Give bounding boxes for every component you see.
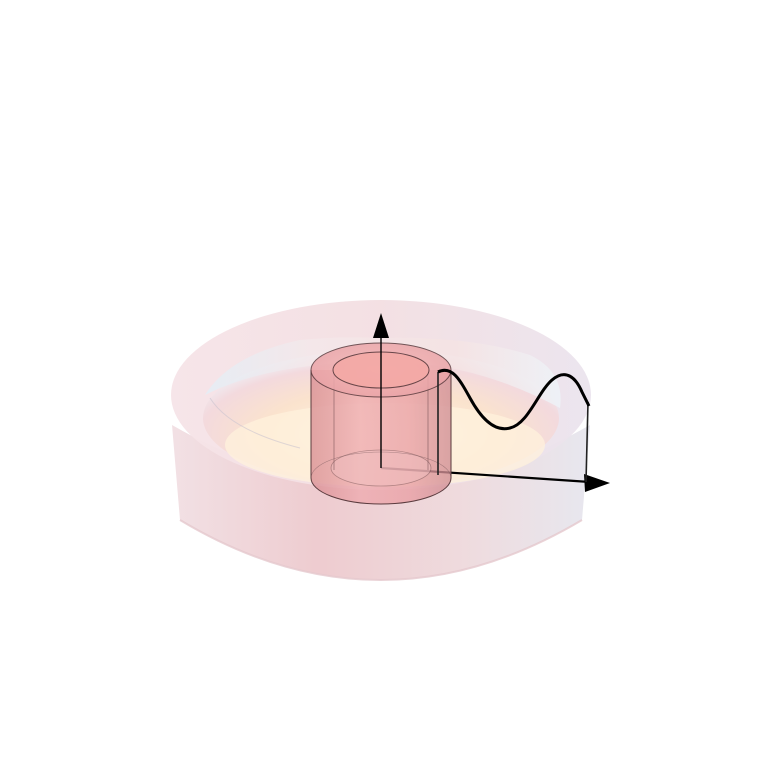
torus-crease [209, 397, 301, 449]
torus-inner-wall [205, 337, 561, 408]
torus-bottom-edge [179, 519, 583, 581]
profile-wave-curve [437, 368, 591, 431]
cylinder-bottom-rim [310, 477, 452, 505]
profile-curve-group [437, 368, 591, 483]
profile-plane-right [585, 401, 589, 483]
vertical-axis [373, 313, 389, 468]
arrow-up-icon [373, 313, 389, 338]
arrow-right-icon [584, 474, 610, 492]
